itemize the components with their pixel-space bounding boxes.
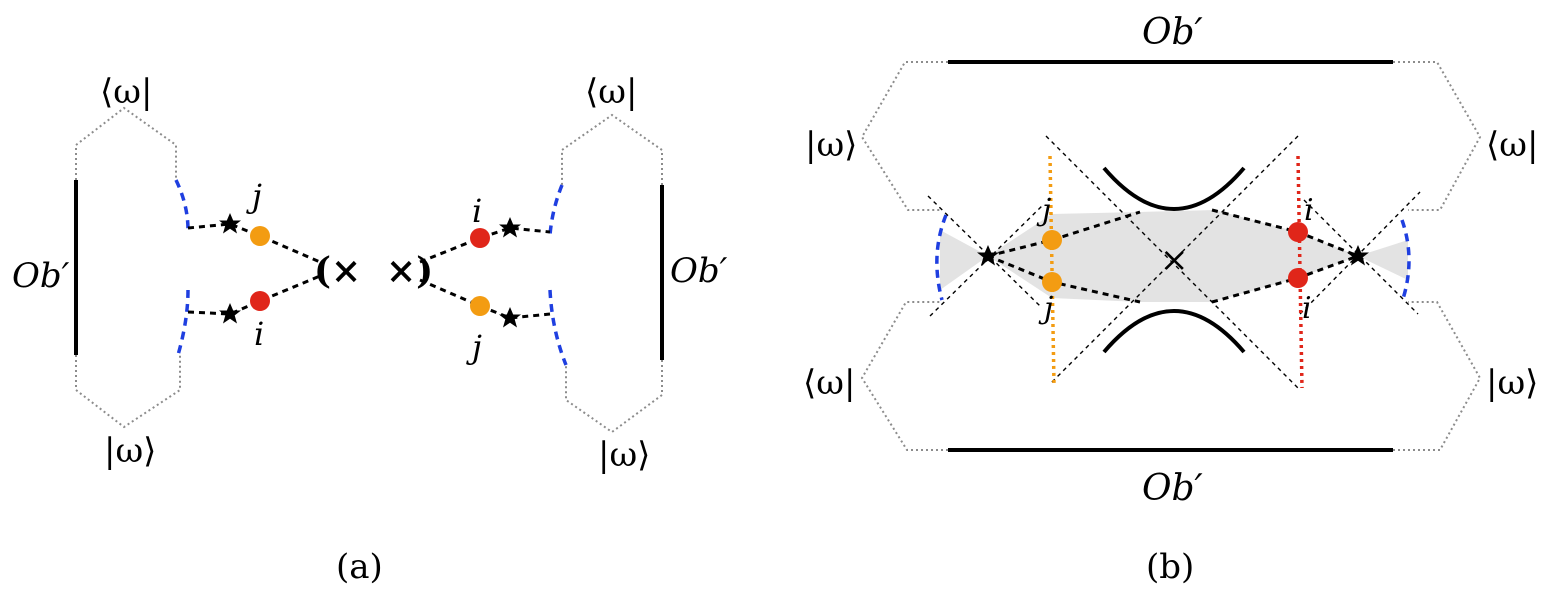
top-right-frame [1393, 61, 1482, 211]
panel-b: × j j i i Ob′ Ob′ |ω⟩ ⟨ω| ⟨ω| |ω⟩ (b) [803, 12, 1538, 587]
bottom-left-frame [860, 301, 948, 451]
left-red-dot [250, 291, 270, 311]
right-upper-leg [419, 226, 551, 264]
caption-b: (b) [1146, 547, 1194, 587]
left-top-ket-label: |ω⟩ [805, 125, 857, 165]
label-j-bottom-b: j [1038, 291, 1053, 326]
right-orange-dot [470, 296, 490, 316]
ray-4 [929, 203, 1045, 317]
lower-hyperbola [1102, 309, 1246, 354]
label-i-top-b: i [1304, 193, 1314, 228]
right-cross-label: ×) [386, 250, 433, 292]
label-j-top-b: j [1036, 193, 1051, 228]
orange-dot-bottom-b [1042, 272, 1062, 292]
left-cut-b [935, 214, 948, 301]
right-ket-label: |ω⟩ [598, 435, 650, 475]
left-label-j: j [246, 177, 262, 215]
left-label-i: i [254, 315, 264, 353]
panel-a: ⟨ω| |ω⟩ Ob′ j i (× ⟨ω| |ω⟩ Ob′ i j [12, 72, 728, 587]
left-hexagon [74, 106, 190, 429]
top-operator-label: Ob′ [1142, 12, 1203, 53]
right-label-j: j [466, 328, 482, 366]
bottom-right-frame [1393, 301, 1482, 451]
red-dot-bottom-b [1288, 268, 1308, 288]
left-operator-label: Ob′ [12, 256, 70, 296]
ray-2 [1049, 135, 1299, 385]
right-upper-star-icon [499, 217, 521, 238]
right-hexagon [548, 113, 664, 434]
red-dot-top-b [1288, 222, 1308, 242]
left-bra-label: ⟨ω| [100, 72, 152, 112]
left-lower-leg [187, 274, 321, 316]
right-cut-b [1400, 219, 1411, 303]
caption-a: (a) [336, 547, 383, 587]
bottom-operator-label: Ob′ [1142, 468, 1203, 509]
right-top-bra-label: ⟨ω| [1486, 125, 1538, 165]
right-lower-star-icon [499, 307, 521, 328]
orange-dot-top-b [1042, 230, 1062, 250]
left-cross-label: (× [314, 250, 361, 292]
left-bottom-bra-label: ⟨ω| [803, 363, 855, 403]
right-label-i: i [472, 192, 482, 230]
label-i-bottom-b: i [1302, 291, 1312, 326]
left-orange-dot [250, 226, 270, 246]
right-bra-label: ⟨ω| [585, 72, 637, 112]
orange-dotted-line [1048, 155, 1056, 385]
ray-1 [1045, 135, 1301, 391]
right-lower-leg [419, 278, 551, 320]
ray-3 [927, 195, 1041, 307]
right-bottom-ket-label: |ω⟩ [1486, 363, 1538, 403]
left-ket-label: |ω⟩ [104, 431, 156, 471]
left-cut-upper [174, 179, 190, 231]
left-upper-leg [187, 222, 321, 264]
right-cut-lower [548, 289, 568, 366]
right-cut-upper [548, 184, 564, 236]
left-cut-lower [176, 289, 190, 356]
upper-hyperbola [1102, 166, 1246, 211]
top-left-frame [860, 61, 948, 211]
right-red-dot [470, 228, 490, 248]
right-operator-label: Ob′ [670, 251, 728, 291]
center-cross-label: × [1160, 240, 1189, 280]
